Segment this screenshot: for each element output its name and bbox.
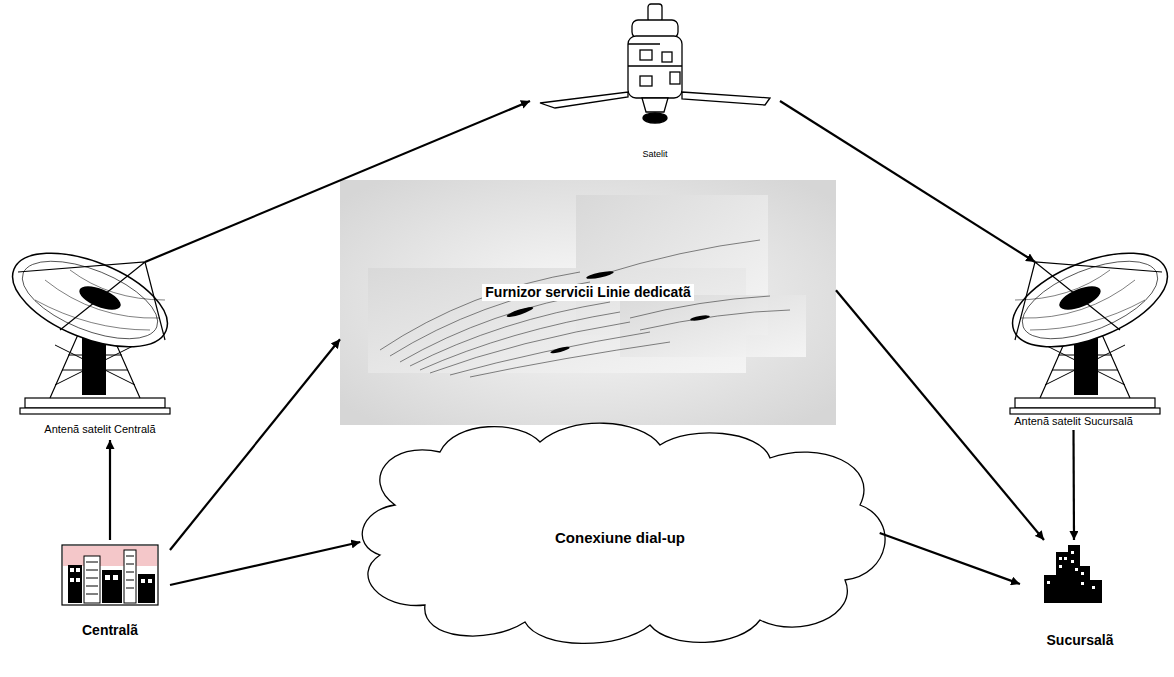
- node-label: Antenã satelit Sucursalã: [1014, 415, 1133, 428]
- connector-arrow: [1072, 430, 1075, 540]
- cloud-shape: [362, 423, 885, 643]
- satellite-dish: [1000, 234, 1174, 414]
- node-label: Furnizor servicii Linie dedicatã: [482, 284, 693, 300]
- provider-box: Furnizor servicii Linie dedicatã: [340, 180, 836, 425]
- node-label: Antenã satelit Centralã: [44, 423, 155, 436]
- head-office-node: Centralã: [50, 540, 170, 640]
- connector-arrow: [145, 101, 530, 262]
- node-label: Sucursalã: [1047, 632, 1114, 648]
- node-label: Conexiune dial-up: [555, 529, 685, 546]
- connector-arrow: [780, 101, 1035, 262]
- node-label: Satelit: [642, 149, 667, 159]
- connector-arrow: [109, 440, 111, 540]
- dish-node: Antenã satelit Centralã: [0, 262, 200, 440]
- connector-arrow: [170, 542, 360, 585]
- connector-arrow: [880, 533, 1020, 584]
- satellite-icon: [540, 4, 770, 123]
- branch-node: Sucursalã: [1020, 540, 1140, 650]
- satellite-node: Satelit: [530, 5, 780, 165]
- head-office-icon: [62, 545, 158, 605]
- satellite-dish: [0, 234, 180, 414]
- connector-arrow: [170, 339, 340, 550]
- dialup-cloud: Conexiune dial-up: [355, 425, 885, 650]
- connector-arrow: [836, 290, 1044, 540]
- node-label: Centralã: [82, 622, 138, 638]
- dish-node: Antenã satelit Sucursalã: [975, 262, 1172, 430]
- branch-icon: [1044, 545, 1102, 603]
- leased-line-band: [340, 180, 836, 425]
